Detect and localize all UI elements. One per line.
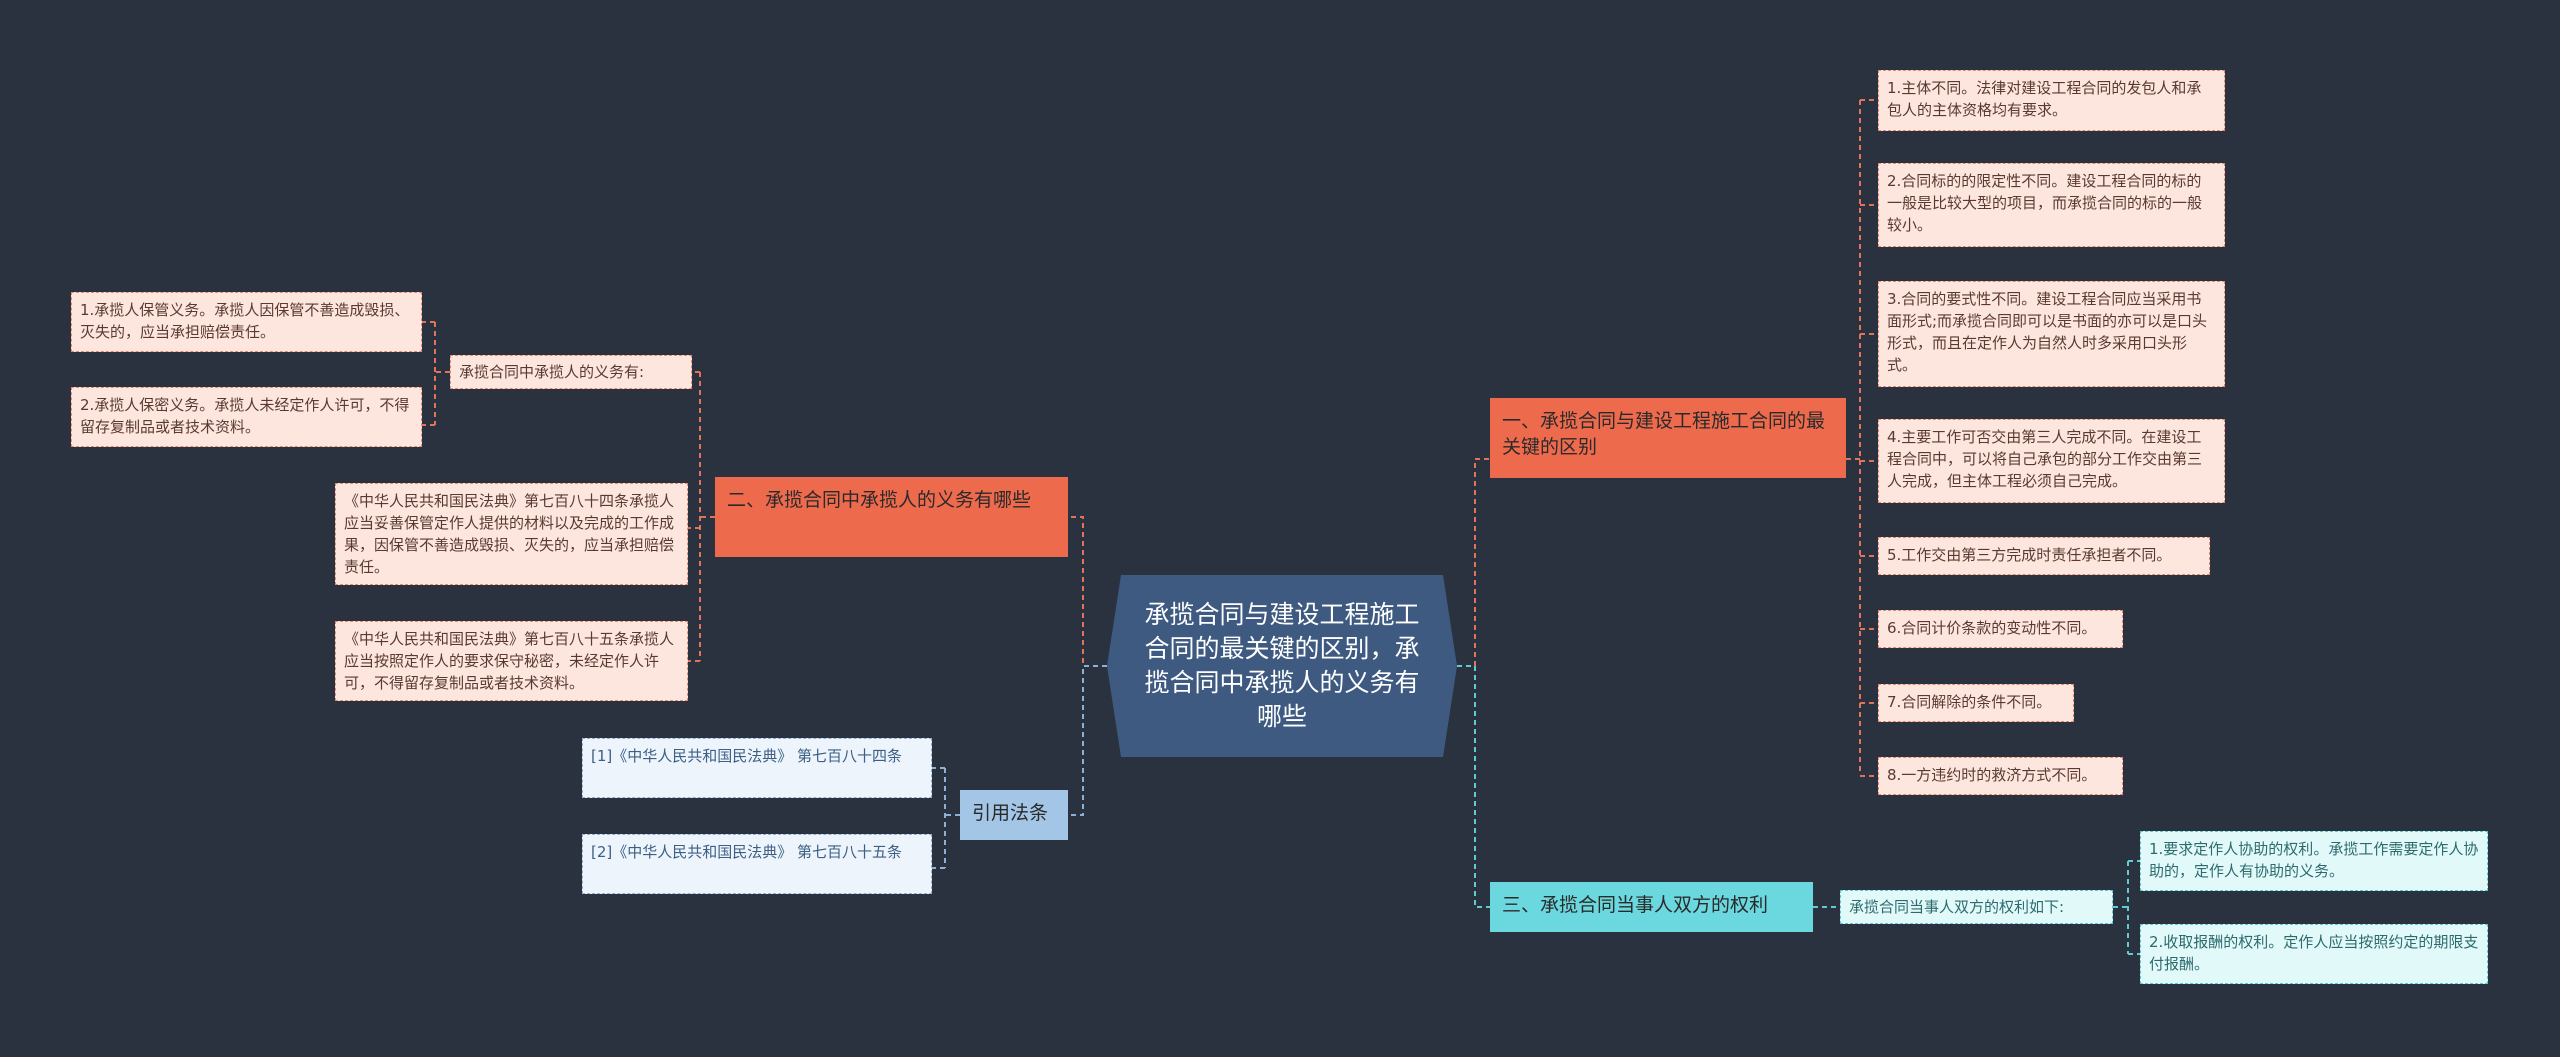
- leaf-duty-2[interactable]: 2.承揽人保密义务。承揽人未经定作人许可，不得留存复制品或者技术资料。: [71, 387, 422, 447]
- branch-difference-label: 一、承揽合同与建设工程施工合同的最关键的区别: [1502, 410, 1826, 458]
- leaf-text: 5.工作交由第三方完成时责任承担者不同。: [1887, 546, 2172, 564]
- link-root-branch4: [1068, 665, 1107, 816]
- branch-citations-label: 引用法条: [972, 802, 1049, 824]
- sub-duties[interactable]: 承揽合同中承揽人的义务有:: [450, 355, 692, 389]
- leaf-text: 7.合同解除的条件不同。: [1887, 693, 2052, 711]
- leaf-text: 1.要求定作人协助的权利。承揽工作需要定作人协助的，定作人有协助的义务。: [2149, 840, 2479, 880]
- root-topic[interactable]: 承揽合同与建设工程施工合同的最关键的区别，承揽合同中承揽人的义务有哪些: [1107, 575, 1457, 757]
- leaf-text: [1]《中华人民共和国民法典》 第七百八十四条: [591, 747, 903, 765]
- leaf-difference-7[interactable]: 7.合同解除的条件不同。: [1878, 684, 2074, 722]
- branch-rights-label: 三、承揽合同当事人双方的权利: [1502, 894, 1769, 916]
- leaf-text: 《中华人民共和国民法典》第七百八十四条承揽人应当妥善保管定作人提供的材料以及完成…: [344, 492, 675, 576]
- leaf-difference-2[interactable]: 2.合同标的的限定性不同。建设工程合同的标的一般是比较大型的项目，而承揽合同的标…: [1878, 163, 2225, 247]
- link-root-branch1: [1457, 458, 1490, 667]
- link-b2-sub-leaves: [422, 321, 450, 426]
- leaf-difference-8[interactable]: 8.一方违约时的救济方式不同。: [1878, 757, 2123, 795]
- branch-difference[interactable]: 一、承揽合同与建设工程施工合同的最关键的区别: [1490, 398, 1846, 478]
- leaf-text: 4.主要工作可否交由第三人完成不同。在建设工程合同中，可以将自己承包的部分工作交…: [1887, 428, 2203, 490]
- link-b4-leaves: [932, 767, 960, 869]
- leaf-duty-1[interactable]: 1.承揽人保管义务。承揽人因保管不善造成毁损、灭失的，应当承担赔偿责任。: [71, 292, 422, 352]
- leaf-difference-3[interactable]: 3.合同的要式性不同。建设工程合同应当采用书面形式;而承揽合同即可以是书面的亦可…: [1878, 281, 2225, 387]
- leaf-difference-6[interactable]: 6.合同计价条款的变动性不同。: [1878, 610, 2123, 648]
- leaf-rights-2[interactable]: 2.收取报酬的权利。定作人应当按照约定的期限支付报酬。: [2140, 924, 2488, 984]
- branch-duties[interactable]: 二、承揽合同中承揽人的义务有哪些: [715, 477, 1068, 557]
- leaf-text: 8.一方违约时的救济方式不同。: [1887, 766, 2097, 784]
- leaf-article-784[interactable]: 《中华人民共和国民法典》第七百八十四条承揽人应当妥善保管定作人提供的材料以及完成…: [335, 483, 688, 585]
- leaf-text: 6.合同计价条款的变动性不同。: [1887, 619, 2097, 637]
- leaf-rights-1[interactable]: 1.要求定作人协助的权利。承揽工作需要定作人协助的，定作人有协助的义务。: [2140, 831, 2488, 891]
- leaf-text: 1.承揽人保管义务。承揽人因保管不善造成毁损、灭失的，应当承担赔偿责任。: [80, 301, 410, 341]
- leaf-text: 3.合同的要式性不同。建设工程合同应当采用书面形式;而承揽合同即可以是书面的亦可…: [1887, 290, 2208, 374]
- link-root-branch2: [1068, 516, 1107, 667]
- leaf-text: 2.收取报酬的权利。定作人应当按照约定的期限支付报酬。: [2149, 933, 2479, 973]
- leaf-difference-4[interactable]: 4.主要工作可否交由第三人完成不同。在建设工程合同中，可以将自己承包的部分工作交…: [1878, 419, 2225, 503]
- leaf-text: 1.主体不同。法律对建设工程合同的发包人和承包人的主体资格均有要求。: [1887, 79, 2202, 119]
- leaf-difference-1[interactable]: 1.主体不同。法律对建设工程合同的发包人和承包人的主体资格均有要求。: [1878, 70, 2225, 131]
- sub-rights[interactable]: 承揽合同当事人双方的权利如下:: [1840, 890, 2113, 924]
- leaf-text: 2.承揽人保密义务。承揽人未经定作人许可，不得留存复制品或者技术资料。: [80, 396, 410, 436]
- link-branch1-leaves: [1846, 100, 1861, 775]
- branch-rights[interactable]: 三、承揽合同当事人双方的权利: [1490, 882, 1813, 932]
- link-b3-sub-leaves: [2113, 860, 2140, 955]
- branch-citations[interactable]: 引用法条: [960, 790, 1068, 840]
- leaf-text: [2]《中华人民共和国民法典》 第七百八十五条: [591, 843, 903, 861]
- leaf-difference-5[interactable]: 5.工作交由第三方完成时责任承担者不同。: [1878, 537, 2210, 575]
- sub-rights-label: 承揽合同当事人双方的权利如下:: [1849, 898, 2065, 916]
- root-topic-label: 承揽合同与建设工程施工合同的最关键的区别，承揽合同中承揽人的义务有哪些: [1144, 600, 1420, 731]
- link-root-branch3: [1457, 665, 1490, 908]
- leaf-citation-2[interactable]: [2]《中华人民共和国民法典》 第七百八十五条: [582, 834, 932, 894]
- leaf-text: 《中华人民共和国民法典》第七百八十五条承揽人应当按照定作人的要求保守秘密，未经定…: [344, 630, 675, 692]
- leaf-text: 2.合同标的的限定性不同。建设工程合同的标的一般是比较大型的项目，而承揽合同的标…: [1887, 172, 2203, 234]
- leaf-citation-1[interactable]: [1]《中华人民共和国民法典》 第七百八十四条: [582, 738, 932, 798]
- branch-duties-label: 二、承揽合同中承揽人的义务有哪些: [727, 489, 1032, 511]
- leaf-article-785[interactable]: 《中华人民共和国民法典》第七百八十五条承揽人应当按照定作人的要求保守秘密，未经定…: [335, 621, 688, 701]
- sub-duties-label: 承揽合同中承揽人的义务有:: [459, 363, 645, 381]
- link-b2-children: [688, 371, 715, 662]
